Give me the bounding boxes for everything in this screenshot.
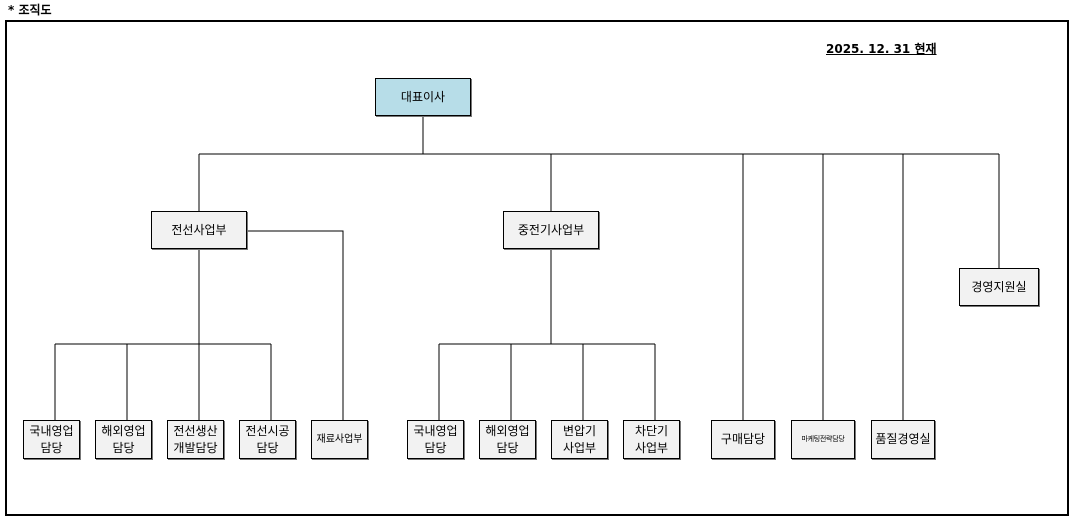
org-node-ceo: 대표이사 xyxy=(375,78,471,116)
org-node-purchasing: 구매담당 xyxy=(711,420,775,459)
connector-materials xyxy=(247,230,344,420)
org-node-materials-division: 재료사업부 xyxy=(311,420,368,459)
org-node-management-support: 경영지원실 xyxy=(959,268,1039,306)
org-node-cable-division: 전선사업부 xyxy=(151,211,247,249)
org-node-breaker-division: 차단기 사업부 xyxy=(623,420,680,459)
org-node-marketing-strategy: 마케팅전략담당 xyxy=(791,420,855,459)
org-node-cable-production-dev: 전선생산 개발담당 xyxy=(167,420,224,459)
org-node-heavy-electric-division: 중전기사업부 xyxy=(503,211,599,249)
org-node-quality-management: 품질경영실 xyxy=(871,420,935,459)
org-node-heavy-overseas-sales: 해외영업 담당 xyxy=(479,420,536,459)
org-node-heavy-domestic-sales: 국내영업 담당 xyxy=(407,420,464,459)
org-node-cable-overseas-sales: 해외영업 담당 xyxy=(95,420,152,459)
org-node-cable-construction: 전선시공 담당 xyxy=(239,420,296,459)
date-label: 2025. 12. 31 현재 xyxy=(826,42,937,56)
org-node-cable-domestic-sales: 국내영업 담당 xyxy=(23,420,80,459)
section-title: * 조직도 xyxy=(8,3,52,17)
org-node-transformer-division: 변압기 사업부 xyxy=(551,420,608,459)
org-chart-frame xyxy=(5,20,1069,516)
